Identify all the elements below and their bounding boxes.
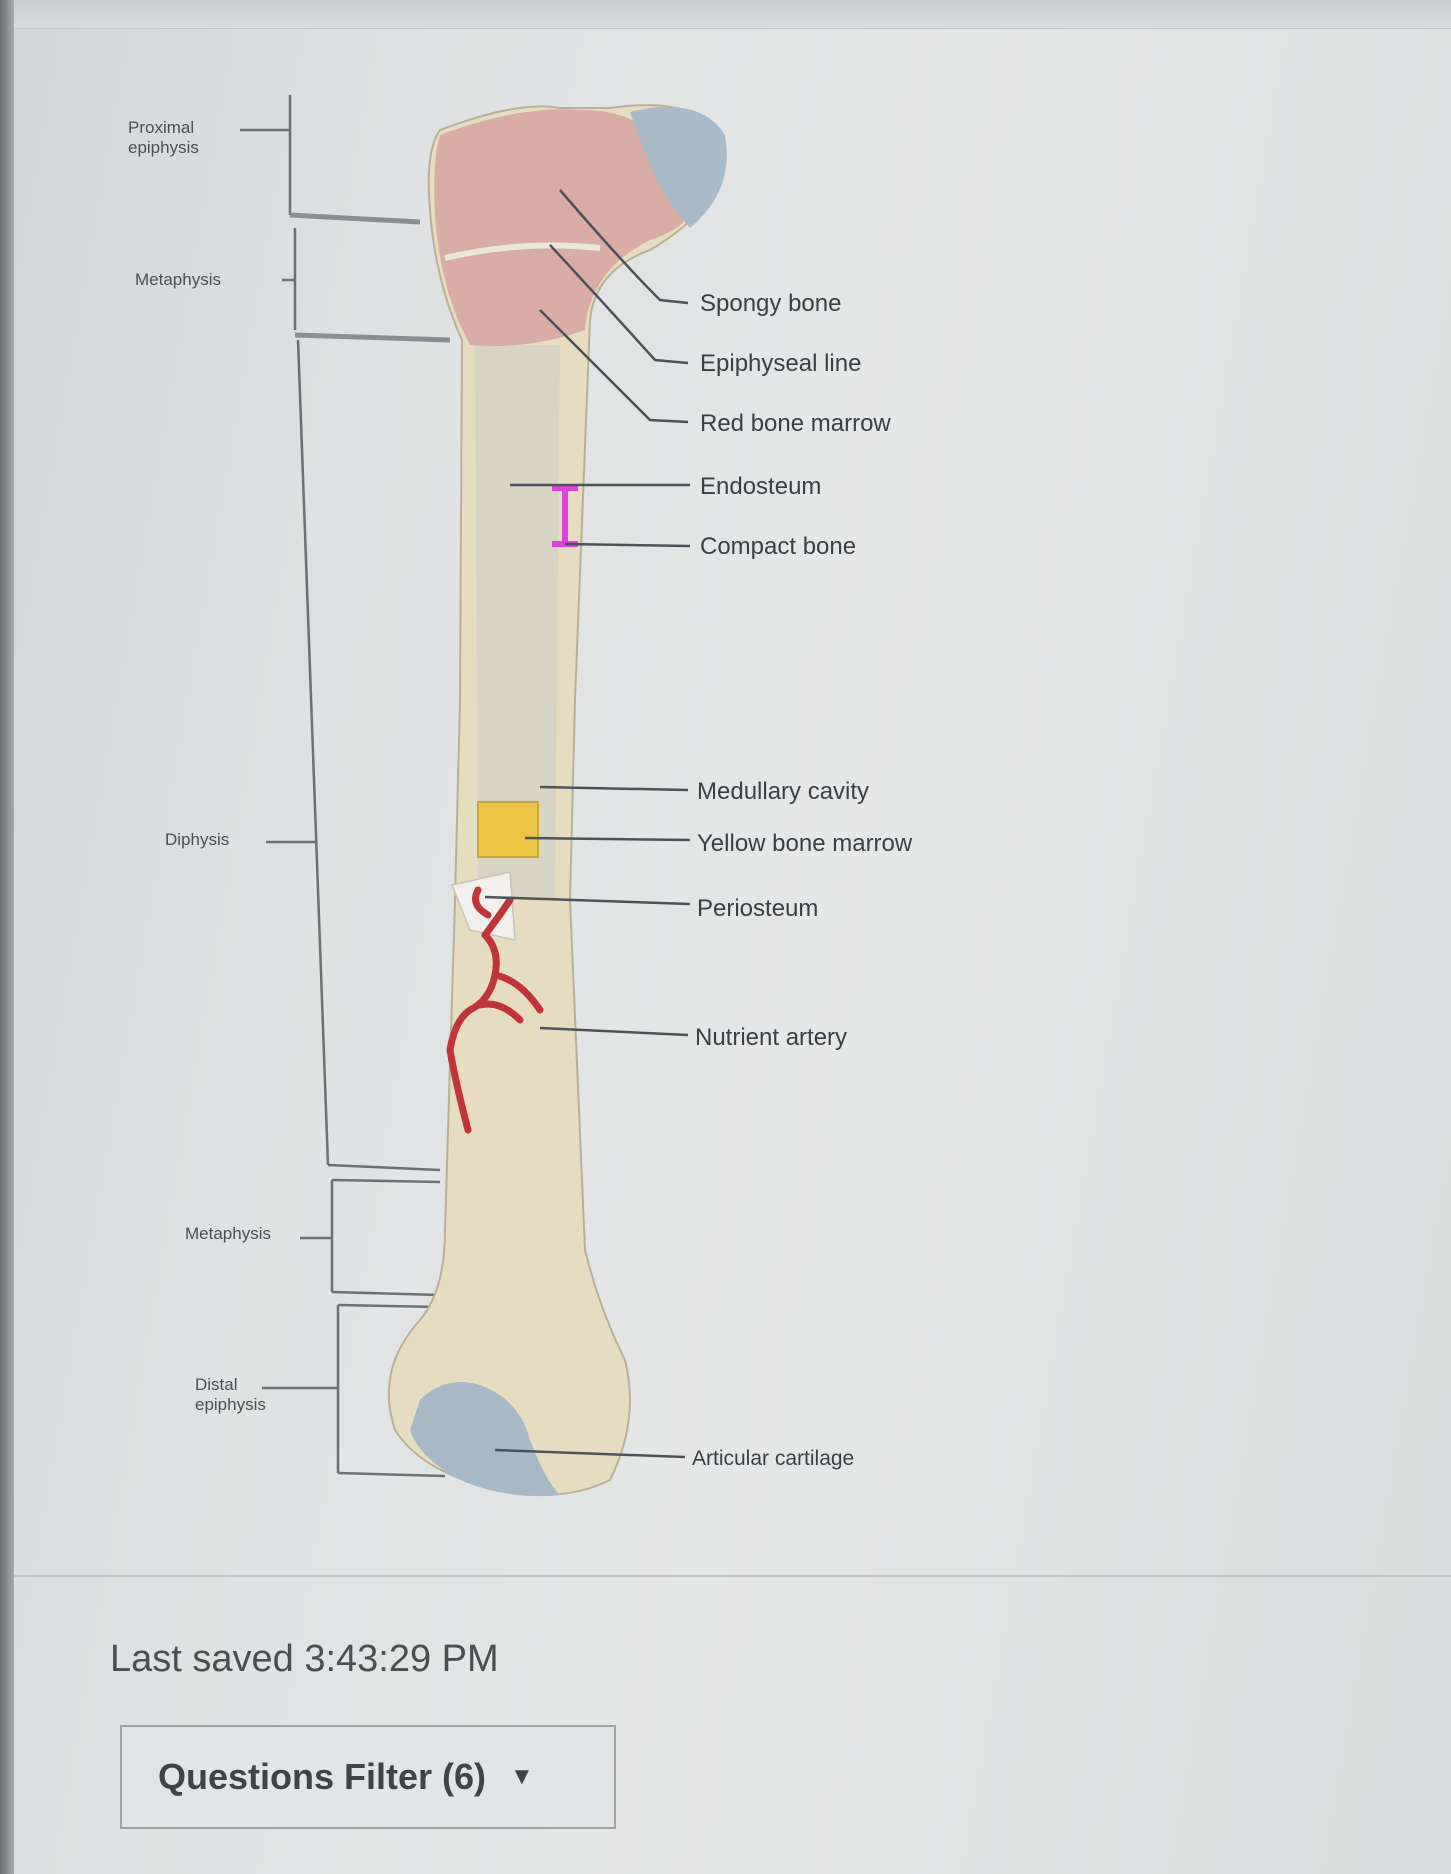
label-endosteum: Endosteum (700, 473, 822, 500)
label-red-bone-marrow: Red bone marrow (700, 410, 891, 437)
label-yellow-bone-marrow: Yellow bone marrow (697, 830, 913, 857)
label-articular-cartilage: Articular cartilage (692, 1447, 855, 1470)
label-metaphysis-bottom: Metaphysis (185, 1224, 271, 1243)
label-metaphysis-top: Metaphysis (135, 270, 221, 289)
label-compact-bone: Compact bone (700, 533, 857, 560)
monitor-edge (0, 0, 14, 1874)
periosteum-shape (450, 871, 516, 941)
label-epiphyseal-line: Epiphyseal line (700, 350, 862, 377)
label-proximal-line2: epiphysis (128, 138, 199, 157)
proximal-cartilage-shape (630, 106, 727, 228)
label-diaphysis: Diphysis (165, 830, 230, 849)
label-nutrient-artery: Nutrient artery (695, 1024, 848, 1051)
label-distal-line2: epiphysis (195, 1395, 266, 1414)
last-saved-status: Last saved 3:43:29 PM (110, 1638, 499, 1680)
leader-lines (484, 189, 691, 1459)
label-proximal-epiphysis: Proximal epiphysis (128, 118, 199, 158)
nutrient-artery-shape (446, 886, 544, 1134)
yellow-marrow-shape (477, 801, 539, 858)
top-bar (14, 0, 1451, 29)
label-distal-line1: Distal (195, 1375, 238, 1394)
distal-cartilage-shape (410, 1382, 560, 1497)
label-medullary-cavity: Medullary cavity (697, 778, 870, 805)
bracket-lines (240, 95, 451, 1478)
caret-down-icon: ▼ (510, 1763, 534, 1790)
label-spongy-bone: Spongy bone (700, 290, 842, 317)
epiphyseal-line-shape (444, 242, 601, 261)
label-distal-epiphysis: Distal epiphysis (195, 1375, 266, 1415)
label-periosteum: Periosteum (697, 895, 819, 922)
section-divider (14, 1575, 1451, 1577)
label-proximal-line1: Proximal (128, 118, 195, 137)
long-bone-diagram: Spongy bone Epiphyseal line Red bone mar… (128, 95, 913, 1497)
questions-filter-dropdown[interactable]: Questions Filter (6) ▼ (120, 1725, 616, 1829)
bone-illustration (240, 95, 727, 1497)
spongy-bone-shape (434, 109, 692, 347)
questions-filter-label: Questions Filter (6) (158, 1756, 487, 1797)
